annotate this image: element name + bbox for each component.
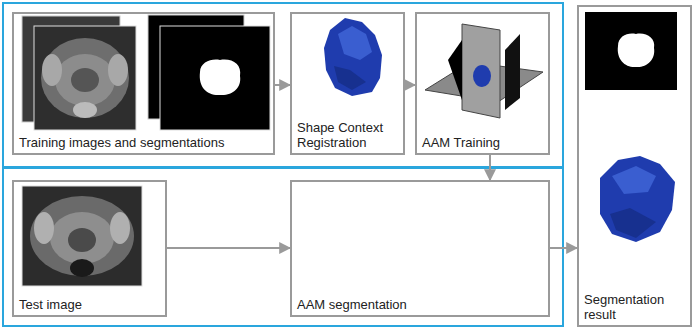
result-mask — [585, 12, 677, 90]
training-band — [3, 3, 563, 167]
process-box: Segmentation result — [577, 5, 692, 327]
result-shape — [600, 156, 675, 242]
flow-arrow — [550, 247, 577, 249]
flow-arrow — [489, 155, 491, 180]
testing-band — [3, 168, 563, 326]
mri-stack — [22, 16, 136, 130]
box-label: Test image — [19, 297, 82, 312]
box-label: Segmentation result — [584, 292, 685, 322]
aam-planes — [425, 24, 543, 118]
box-label: Training images and segmentations — [19, 135, 224, 150]
box-label: Shape Context Registration — [297, 120, 398, 150]
process-box: Training images and segmentations — [12, 12, 275, 155]
process-box: AAM segmentation — [290, 180, 550, 317]
box-label: AAM Training — [422, 135, 500, 150]
mask-stack — [148, 15, 270, 130]
flow-arrow — [405, 84, 415, 86]
flow-arrow — [167, 247, 290, 249]
process-box: AAM Training — [415, 12, 550, 155]
flow-arrow — [275, 84, 290, 86]
process-box: Test image — [12, 180, 167, 317]
process-box: Shape Context Registration — [290, 12, 405, 155]
box-label: AAM segmentation — [297, 297, 407, 312]
test-mri — [22, 186, 142, 286]
prostate-shape — [324, 18, 382, 96]
